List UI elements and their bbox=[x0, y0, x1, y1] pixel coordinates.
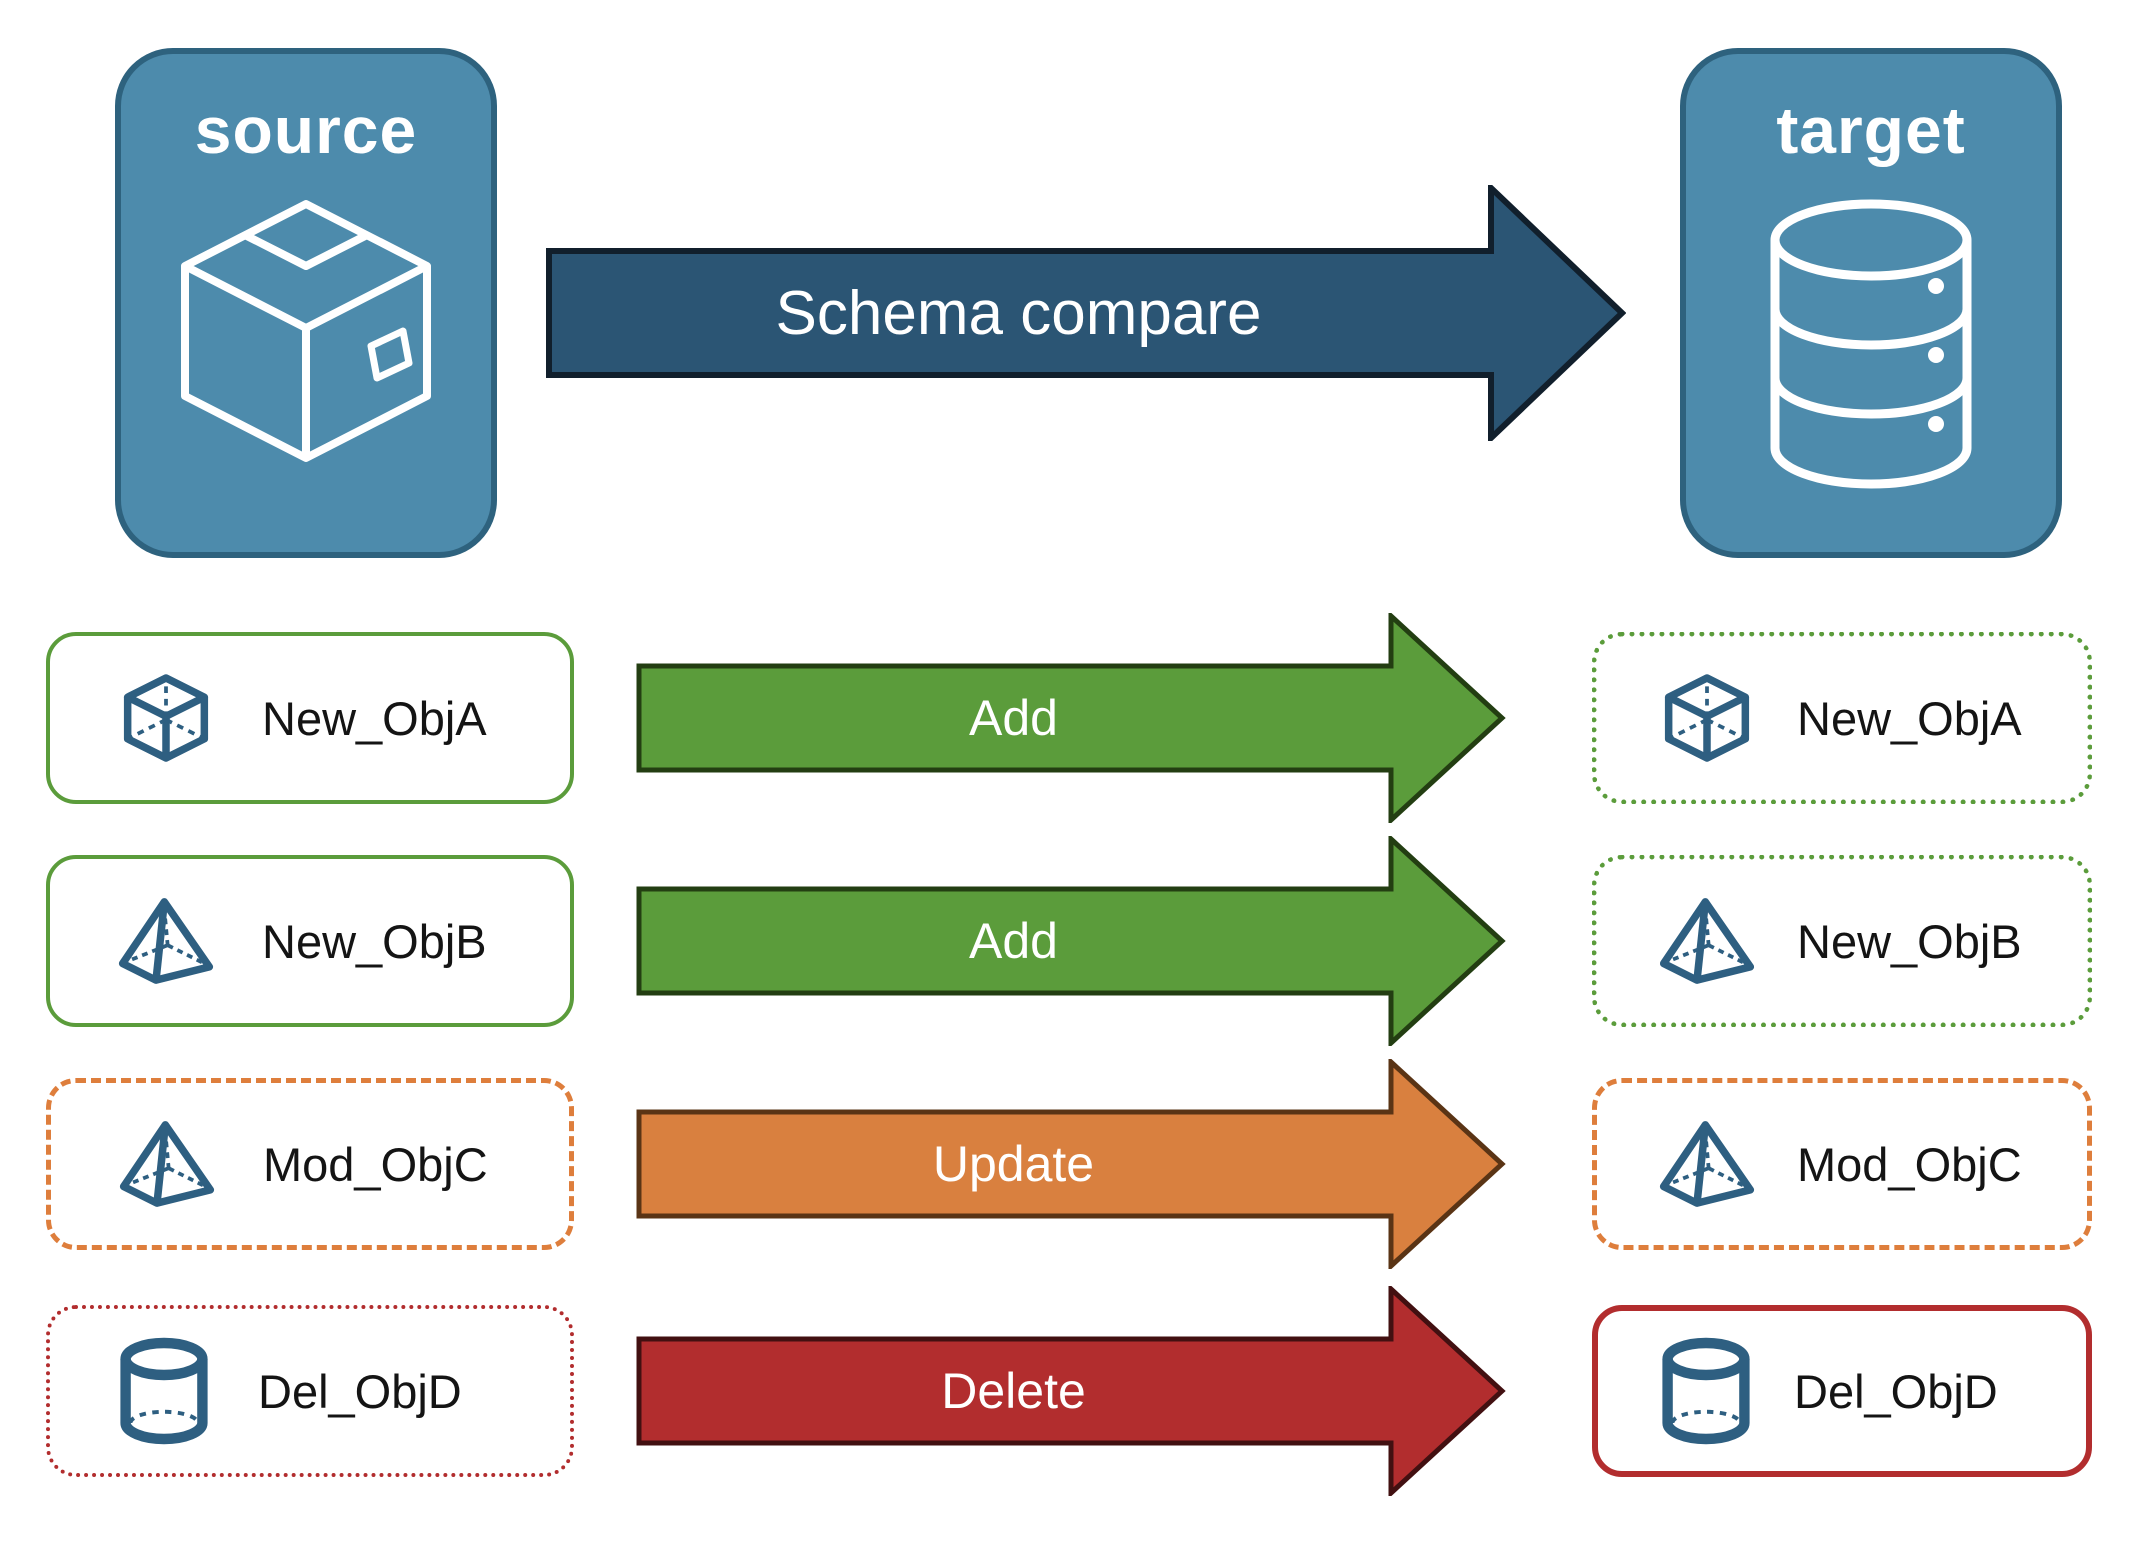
source-node: source bbox=[115, 48, 497, 558]
action-label: Update bbox=[932, 1136, 1095, 1192]
database-icon bbox=[1770, 199, 1972, 489]
object-label: New_ObjA bbox=[1797, 691, 2022, 745]
object-label: Mod_ObjC bbox=[1797, 1137, 2022, 1191]
object-label: Mod_ObjC bbox=[263, 1137, 488, 1191]
target-object-del-objd: Del_ObjD bbox=[1592, 1305, 2092, 1477]
update-arrow-shape bbox=[636, 1059, 1506, 1269]
source-object-del-objd: Del_ObjD bbox=[46, 1305, 574, 1477]
source-label: source bbox=[194, 93, 418, 167]
cube-icon bbox=[116, 668, 216, 768]
cylinder-icon bbox=[1658, 1335, 1754, 1447]
source-object-new-obja: New_ObjA bbox=[46, 632, 574, 804]
update-arrow-row3: Update bbox=[636, 1059, 1506, 1269]
object-label: New_ObjA bbox=[262, 691, 487, 745]
pyramid-icon bbox=[1657, 895, 1757, 987]
target-object-new-obja: New_ObjA bbox=[1592, 632, 2092, 804]
source-object-mod-objc: Mod_ObjC bbox=[46, 1078, 574, 1250]
package-icon bbox=[181, 200, 431, 462]
target-object-new-objb: New_ObjB bbox=[1592, 855, 2092, 1027]
target-label: target bbox=[1776, 93, 1966, 167]
action-label: Delete bbox=[941, 1363, 1086, 1419]
target-node: target bbox=[1680, 48, 2062, 558]
cylinder-icon bbox=[116, 1335, 212, 1447]
add-arrow-row1: Add bbox=[636, 613, 1506, 823]
add-arrow-row2: Add bbox=[636, 836, 1506, 1046]
pyramid-icon bbox=[117, 1118, 217, 1210]
source-object-new-objb: New_ObjB bbox=[46, 855, 574, 1027]
cube-icon bbox=[1657, 668, 1757, 768]
pyramid-icon bbox=[116, 895, 216, 987]
action-label: Add bbox=[969, 690, 1058, 746]
object-label: Del_ObjD bbox=[1794, 1364, 1998, 1418]
object-label: New_ObjB bbox=[262, 914, 487, 968]
target-object-mod-objc: Mod_ObjC bbox=[1592, 1078, 2092, 1250]
pyramid-icon bbox=[1657, 1118, 1757, 1210]
delete-arrow-row4: Delete bbox=[636, 1286, 1506, 1496]
action-label: Add bbox=[969, 913, 1058, 969]
schema-compare-label: Schema compare bbox=[775, 278, 1262, 348]
object-label: Del_ObjD bbox=[258, 1364, 462, 1418]
delete-arrow-shape bbox=[636, 1286, 1506, 1496]
add-arrow-shape bbox=[636, 836, 1506, 1046]
schema-compare-arrow: Schema compare bbox=[546, 185, 1626, 441]
add-arrow-shape bbox=[636, 613, 1506, 823]
schema-compare-arrow-shape bbox=[546, 185, 1626, 441]
object-label: New_ObjB bbox=[1797, 914, 2022, 968]
